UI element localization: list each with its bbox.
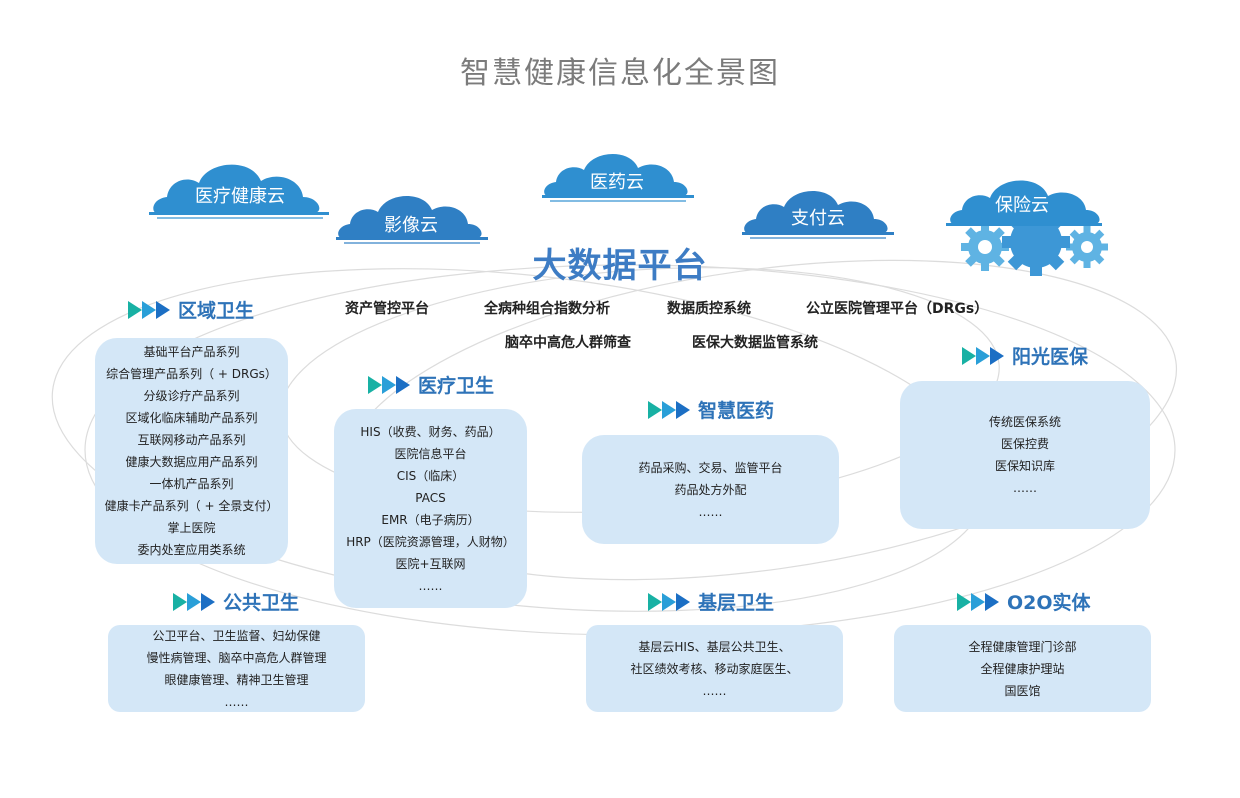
list-item: 基础平台产品系列	[143, 345, 240, 359]
gear-icon	[946, 180, 1108, 276]
list-item: 区域化临床辅助产品系列	[125, 411, 258, 425]
cloud-label-health: 医疗健康云	[195, 186, 285, 207]
section-title: 公共卫生	[223, 592, 300, 614]
list-item: ……	[698, 504, 723, 519]
list-item: PACS	[415, 490, 446, 505]
section-title: 阳光医保	[1012, 346, 1089, 368]
list-item: 传统医保系统	[988, 415, 1061, 429]
section-pharma-box: 药品采购、交易、监管平台 药品处方外配 ……	[582, 435, 839, 544]
bigdata-item: 公立医院管理平台（DRGs）	[806, 301, 989, 317]
cloud-label-insurance: 保险云	[995, 195, 1049, 216]
list-item: EMR（电子病历）	[381, 512, 480, 527]
section-pharma-header: 智慧医药	[648, 396, 774, 423]
section-title: 医疗卫生	[418, 375, 495, 397]
list-item: 国医馆	[1004, 683, 1041, 698]
cloud-icon	[149, 164, 329, 219]
triple-arrow-icon	[962, 346, 1006, 365]
list-item: 药品采购、交易、监管平台	[638, 460, 783, 475]
list-item: 药品处方外配	[674, 482, 747, 497]
triple-arrow-icon	[648, 592, 692, 611]
section-regional-header: 区域卫生	[128, 296, 254, 323]
list-item: 医院+互联网	[395, 556, 466, 571]
section-public-box: 公卫平台、卫生监督、妇幼保健 慢性病管理、脑卒中高危人群管理 眼健康管理、精神卫…	[108, 625, 365, 712]
cloud-icon	[542, 153, 694, 202]
triple-arrow-icon	[368, 375, 412, 394]
section-medical-header: 医疗卫生	[368, 371, 494, 398]
list-item: 掌上医院	[167, 521, 216, 535]
bigdata-title: 大数据平台	[532, 246, 708, 286]
list-item: 医保知识库	[994, 459, 1055, 473]
list-item: 全程健康管理门诊部	[968, 639, 1077, 654]
list-item: 委内处室应用类系统	[137, 543, 246, 557]
cloud-icon	[742, 190, 894, 239]
list-item: 全程健康护理站	[980, 661, 1065, 676]
section-title: 基层卫生	[698, 592, 775, 614]
cloud-label-pharma: 医药云	[590, 172, 644, 193]
list-item: 分级诊疗产品系列	[143, 389, 240, 403]
section-primary-box: 基层云HIS、基层公共卫生、 社区绩效考核、移动家庭医生、 ……	[586, 625, 843, 712]
cloud-label-payment: 支付云	[791, 208, 845, 229]
section-insurance-header: 阳光医保	[962, 342, 1088, 369]
list-item: 眼健康管理、精神卫生管理	[164, 672, 309, 687]
list-item: ……	[418, 578, 443, 593]
section-insurance-box: 传统医保系统 医保控费 医保知识库 ……	[900, 381, 1150, 529]
list-item: 社区绩效考核、移动家庭医生、	[630, 661, 799, 676]
list-item: ……	[702, 683, 727, 698]
triple-arrow-icon	[173, 592, 217, 611]
list-item: ……	[1013, 481, 1037, 495]
triple-arrow-icon	[957, 592, 1001, 611]
section-public-header: 公共卫生	[173, 588, 299, 615]
section-medical-box: HIS（收费、财务、药品） 医院信息平台 CIS（临床） PACS EMR（电子…	[334, 409, 527, 608]
section-primary-header: 基层卫生	[648, 588, 774, 615]
list-item: ……	[224, 694, 249, 709]
list-item: 基层云HIS、基层公共卫生、	[638, 639, 791, 654]
triple-arrow-icon	[128, 300, 172, 319]
triple-arrow-icon	[648, 400, 692, 419]
list-item: 医保控费	[1000, 437, 1049, 451]
bigdata-item: 脑卒中高危人群筛查	[505, 335, 631, 351]
list-item: HIS（收费、财务、药品）	[360, 424, 501, 439]
bigdata-item: 全病种组合指数分析	[484, 301, 610, 317]
cloud-icon	[336, 195, 488, 244]
cloud-label-imaging: 影像云	[384, 215, 438, 236]
list-item: 综合管理产品系列（ + DRGs）	[106, 367, 277, 381]
list-item: 健康卡产品系列（ + 全景支付）	[104, 499, 279, 513]
list-item: 公卫平台、卫生监督、妇幼保健	[152, 628, 321, 643]
page-title: 智慧健康信息化全景图	[460, 56, 780, 91]
section-title: 智慧医药	[698, 400, 775, 422]
list-item: CIS（临床）	[396, 468, 465, 483]
list-item: 健康大数据应用产品系列	[125, 455, 258, 469]
section-title: O2O实体	[1007, 592, 1091, 614]
section-title: 区域卫生	[178, 300, 255, 322]
list-item: HRP（医院资源管理，人财物）	[346, 534, 515, 549]
section-o2o-box: 全程健康管理门诊部 全程健康护理站 国医馆	[894, 625, 1151, 712]
list-item: 互联网移动产品系列	[137, 433, 246, 447]
list-item: 医院信息平台	[394, 446, 467, 461]
bigdata-item: 数据质控系统	[667, 301, 751, 317]
section-o2o-header: O2O实体	[957, 588, 1091, 615]
bigdata-item: 资产管控平台	[345, 301, 429, 317]
list-item: 慢性病管理、脑卒中高危人群管理	[146, 650, 327, 665]
list-item: 一体机产品系列	[149, 477, 234, 491]
section-regional-box: 基础平台产品系列 综合管理产品系列（ + DRGs） 分级诊疗产品系列 区域化临…	[95, 338, 288, 564]
bigdata-item: 医保大数据监管系统	[692, 335, 818, 351]
